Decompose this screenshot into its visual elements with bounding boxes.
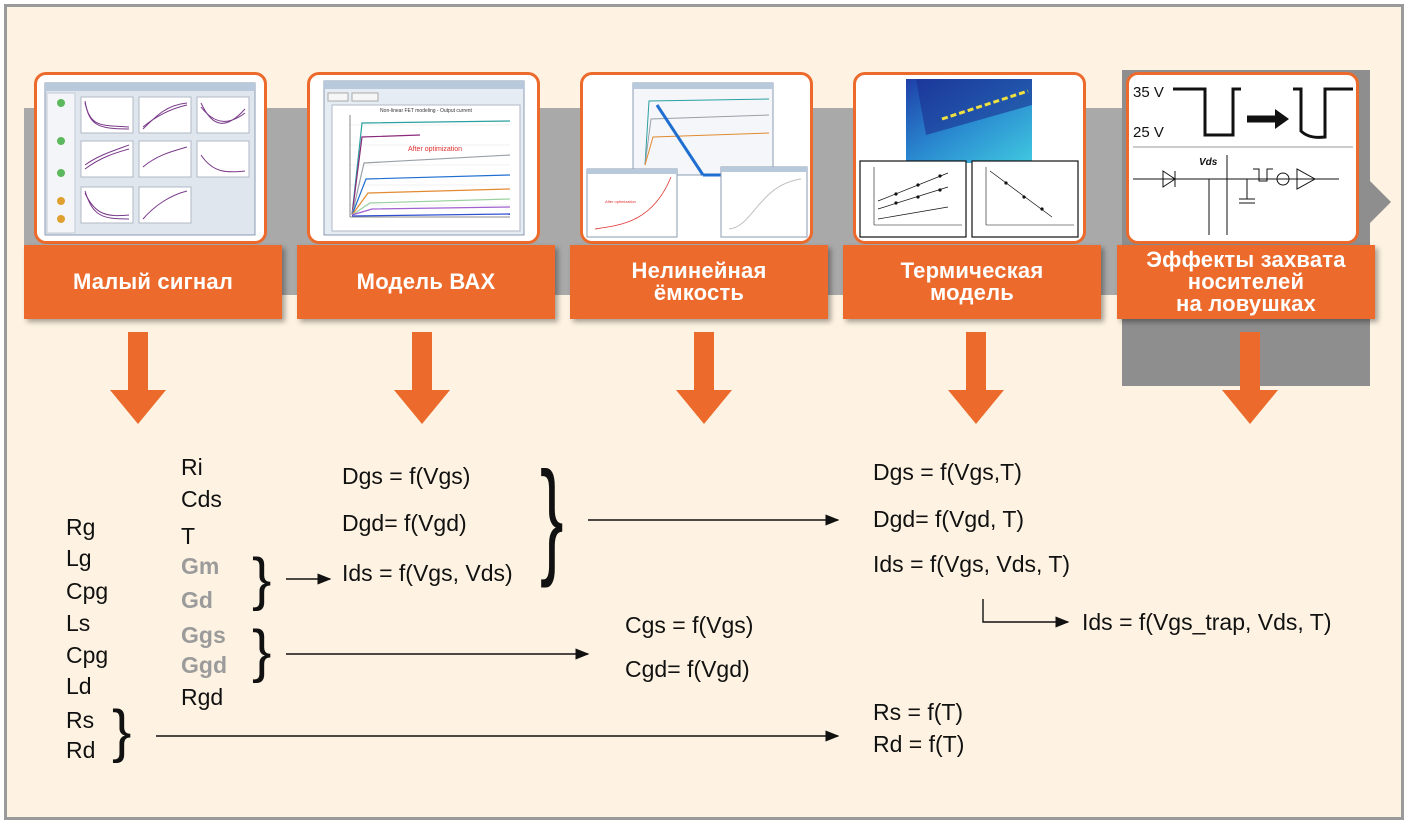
param-rs: Rs <box>66 707 95 733</box>
param-rg: Rg <box>66 514 96 540</box>
eq-rd: Rd = f(T) <box>873 731 965 757</box>
stage-small-signal: Малый сигнал <box>24 245 282 319</box>
circuit-vds-label: Vds <box>1199 157 1218 168</box>
param-ggd: Ggd <box>181 652 227 678</box>
eq-ids-trap: Ids = f(Vgs_trap, Vds, T) <box>1082 609 1332 635</box>
param-gd: Gd <box>181 587 213 613</box>
param-ri: Ri <box>181 454 203 480</box>
eq-cgd: Cgd= f(Vgd) <box>625 656 750 682</box>
capacitance-thumbnail: After optimization <box>580 72 813 244</box>
param-ggs: Ggs <box>181 622 226 648</box>
eq-dgs: Dgs = f(Vgs) <box>342 463 471 489</box>
brace-iv-equations: } <box>540 446 564 589</box>
down-arrow-2 <box>394 332 450 424</box>
param-rgd: Rgd <box>181 684 224 710</box>
eq-ids-thermal: Ids = f(Vgs, Vds, T) <box>873 551 1071 577</box>
stage-thermal-model: Термическая модель <box>843 245 1101 319</box>
param-cpg-2: Cpg <box>66 642 109 668</box>
stage-nonlinear-capacitance: Нелинейная ёмкость <box>570 245 828 319</box>
param-rd: Rd <box>66 737 96 763</box>
capacitance-screenshot: After optimization <box>586 82 808 238</box>
down-arrow-4 <box>948 332 1004 424</box>
iv-annotation: After optimization <box>408 146 462 153</box>
thermal-thumbnail <box>853 72 1086 244</box>
param-ls: Ls <box>66 610 91 636</box>
param-lg: Lg <box>66 545 92 571</box>
eq-dgd-thermal: Dgd= f(Vgd, T) <box>873 506 1025 532</box>
brace-ggs-ggd: } <box>252 619 272 684</box>
iv-window-title: Non-linear FET modeling - Output current <box>380 108 473 114</box>
eq-ids: Ids = f(Vgs, Vds) <box>342 560 513 586</box>
cap-annotation: After optimization <box>605 199 636 204</box>
down-arrow-3 <box>676 332 732 424</box>
eq-cgs: Cgs = f(Vgs) <box>625 612 754 638</box>
down-arrow-1 <box>110 332 166 424</box>
progress-arrow-head <box>1369 180 1391 224</box>
down-arrow-5 <box>1222 332 1278 424</box>
brace-gm-gd: } <box>252 547 272 612</box>
eq-dgs-thermal: Dgs = f(Vgs,T) <box>873 459 1022 485</box>
eq-rs: Rs = f(T) <box>873 699 964 725</box>
voltage-low-label: 25 V <box>1133 124 1164 141</box>
thermal-screenshot <box>859 79 1079 238</box>
param-cpg: Cpg <box>66 578 109 604</box>
param-cds: Cds <box>181 486 222 512</box>
arrow-thermal-to-trap <box>982 599 1070 628</box>
small-signal-thumbnail <box>34 72 267 244</box>
trapping-thumbnail: 35 V 25 V Vds <box>1126 72 1359 244</box>
small-signal-screenshot <box>44 82 256 236</box>
voltage-high-label: 35 V <box>1133 84 1164 101</box>
param-ld: Ld <box>66 673 92 699</box>
iv-model-thumbnail: Non-linear FET modeling - Output current… <box>307 72 540 244</box>
iv-model-screenshot: Non-linear FET modeling - Output current… <box>323 80 525 236</box>
brace-rs-rd: } <box>112 699 132 764</box>
param-t: T <box>181 523 196 549</box>
stage-iv-model: Модель ВАХ <box>297 245 555 319</box>
stage-trapping-effects: Эффекты захвата носителей на ловушках <box>1117 245 1375 319</box>
trapping-screenshot: 35 V 25 V Vds <box>1133 84 1353 235</box>
eq-dgd: Dgd= f(Vgd) <box>342 510 467 536</box>
param-gm: Gm <box>181 553 220 579</box>
